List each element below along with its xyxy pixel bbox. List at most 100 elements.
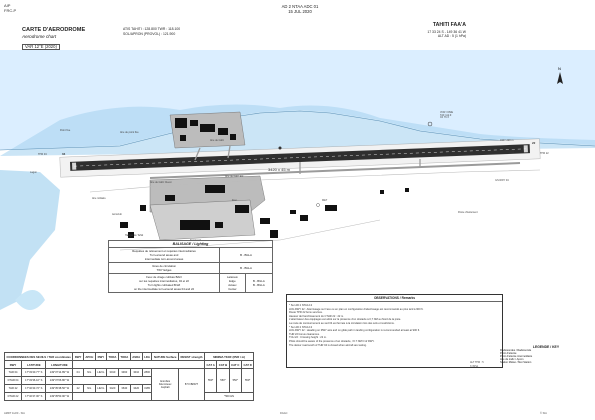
threshold-04-label: THR 04 bbox=[38, 153, 47, 156]
obs-line: L'atterrisseur des équipages est attiré … bbox=[289, 318, 402, 322]
cell: 550* bbox=[216, 368, 230, 393]
fret-label: Fret bbox=[232, 199, 237, 202]
header-region: FRC-P bbox=[4, 8, 17, 13]
runway-04-label: 04 bbox=[62, 152, 66, 156]
cell: Enrobés bitumineux Asphalt bbox=[151, 368, 179, 401]
obs-line: TCH 22 : Crossing height : 22 m. bbox=[289, 336, 327, 340]
stopway-label: CWY 220 m bbox=[500, 139, 514, 142]
cell: 550* bbox=[228, 368, 242, 393]
cell: THR 04 bbox=[3, 368, 23, 377]
alt-thr-label: ALT THR : 5 bbox=[470, 361, 484, 364]
cell: 17°33'40.77" S bbox=[21, 368, 47, 377]
cell: 3640 bbox=[117, 384, 131, 393]
col-rwy: RWY bbox=[72, 352, 84, 361]
runway-length-label: 3420 x 45 m bbox=[268, 167, 291, 172]
obs-line: Pilots should be aware of the presence o… bbox=[289, 339, 375, 343]
col-toda: TODA bbox=[117, 352, 131, 361]
observations-box: OBSERVATIONS / Remarks * Sur AD 2 NTAA 1… bbox=[286, 294, 503, 368]
col-lon: LONGITUDE bbox=[45, 360, 74, 369]
cell: NIL bbox=[82, 384, 96, 393]
met-label: MET bbox=[322, 199, 328, 202]
cell: 2800 bbox=[141, 368, 153, 377]
isolation-pad-label: Poste d'isolement bbox=[458, 211, 478, 214]
cell: 149°37'06.80" W bbox=[45, 376, 74, 385]
col-nature: NATURE Surface bbox=[151, 352, 179, 361]
airport-name: TAHITI FAA'A bbox=[432, 22, 466, 28]
coord-line1: 17 33 24 S - 149 36 41 W bbox=[427, 30, 466, 34]
table-row: THR 04 17°33'40.77" S 149°37'14.89" W 04… bbox=[3, 368, 255, 401]
cell: 17°32'43.72" S bbox=[21, 384, 47, 393]
footer-left: AMDT 11/20 - SIA bbox=[4, 412, 25, 415]
freq-atis: ATIS TAHITI : 128.800 TWR : 118.100 bbox=[123, 27, 181, 31]
obs-line: LDG RWY 22 : Atterrissage sur l'axe ou e… bbox=[289, 307, 424, 311]
obs-line: Hauteur de franchissement du CTHR 22 : 2… bbox=[289, 314, 344, 318]
alt-thr-unit: ft (hPa) bbox=[470, 365, 479, 368]
footer-right: © SIA bbox=[540, 412, 547, 415]
header-left: AIP FRC-P bbox=[4, 3, 16, 13]
road-south bbox=[89, 169, 541, 193]
lighting-row1-val: B - BGLA bbox=[219, 247, 273, 263]
header-aip: AIP bbox=[4, 3, 11, 8]
east-apron-label: Aire de trafic Est bbox=[225, 175, 244, 178]
threshold-22-marks bbox=[523, 145, 528, 153]
cell: THR 22 bbox=[3, 384, 23, 393]
windsock-icon bbox=[278, 146, 282, 150]
cell: 550* bbox=[204, 368, 218, 393]
cell: *500 HN bbox=[204, 392, 255, 401]
cell: NIL bbox=[82, 368, 96, 377]
chart-title: CARTE D'AERODROME bbox=[22, 27, 86, 33]
cell: 87 F/B/W/T bbox=[177, 368, 206, 401]
hangar-label: Hangar de Tahiti bbox=[125, 234, 144, 237]
freq-sol: SOL/APRON (PROVOL) : 121.900 bbox=[123, 31, 176, 36]
cell: 149°35'48.56" W bbox=[45, 384, 74, 393]
lighting-title: BALISAGE / Lighting bbox=[108, 240, 273, 248]
airport-coords: 17 33 24 S - 149 36 41 W ALT AD : 5 (1 h… bbox=[386, 30, 466, 38]
cell: 3010 bbox=[129, 368, 143, 377]
legend-item: Radiosondes / Radiosonde bbox=[500, 349, 532, 352]
frequencies: ATIS TAHITI : 128.800 TWR : 118.100 SOL/… bbox=[123, 27, 180, 36]
threshold-04-marks bbox=[72, 162, 77, 170]
islet-sw bbox=[15, 290, 45, 310]
obs-line: LDG RWY 22 : Heading on RWY axis and on … bbox=[289, 329, 420, 333]
table-row: DTHR 22 17°32'47.00" S 149°35'53.90" W *… bbox=[3, 392, 255, 401]
cell: 149°37'14.89" W bbox=[45, 368, 74, 377]
lighting-row1-desc: Requêtes de relèvement et requêtes inter… bbox=[107, 247, 221, 263]
lagoon-southwest bbox=[0, 170, 60, 310]
cell: 3010 bbox=[105, 368, 119, 377]
header-chart-code: AD 2 NTAA ADC 01 bbox=[281, 4, 319, 9]
col-minima: MINIMA TKOF (RVR / m) bbox=[204, 352, 255, 361]
header-date: 15 JUL 2020 bbox=[288, 9, 312, 14]
west-apron-label: Aire de trafic Ouest bbox=[150, 181, 172, 184]
apron-label: Aire de trafic bbox=[210, 139, 225, 142]
met-station-icon bbox=[316, 203, 320, 207]
cell: DTHR 22 bbox=[3, 392, 23, 401]
observations-title: OBSERVATIONS / Remarks bbox=[287, 295, 502, 302]
vor-icon bbox=[427, 121, 433, 127]
lighting-row3-type: Latéraux Edge Axiaux Center bbox=[219, 273, 246, 293]
col-thr: RWY bbox=[3, 360, 23, 369]
cell: 22 bbox=[72, 384, 84, 393]
cell: 149°35'53.90" W bbox=[45, 392, 74, 401]
cell: DTHR 04 bbox=[3, 376, 23, 385]
cell: 3420 bbox=[129, 384, 143, 393]
col-cat-d: CAT D bbox=[240, 360, 255, 369]
obs-line: * Sur AD 2 NTAA 13 bbox=[289, 325, 313, 329]
cell: 17°32'47.00" S bbox=[21, 392, 47, 401]
magnetic-variation: VAR 12°E (2020) bbox=[22, 44, 60, 51]
cell: 3185 bbox=[141, 384, 153, 393]
runway bbox=[69, 144, 530, 171]
buildings bbox=[120, 118, 409, 238]
threshold-22-label: THR 22 bbox=[540, 152, 549, 155]
obs-line: La route de contournement au sud 04 est … bbox=[289, 321, 395, 325]
col-asda: ASDA bbox=[129, 352, 143, 361]
header-center: AD 2 NTAA ADC 01 15 JUL 2020 bbox=[260, 4, 340, 14]
col-resist: RESIST strength bbox=[177, 352, 206, 361]
obs-line: The detour road south of THR 04 is close… bbox=[289, 343, 367, 347]
cell: 3460 bbox=[117, 368, 131, 377]
obs-line: Route TPR 22 bons services. bbox=[289, 311, 323, 315]
obs-line: THR 22 bonus clearances. bbox=[289, 332, 320, 336]
legend-box: LEGENDE / KEY Radiosondes / Radiosonde P… bbox=[500, 345, 592, 405]
col-lda: LDA bbox=[141, 352, 153, 361]
coastline bbox=[0, 110, 595, 151]
